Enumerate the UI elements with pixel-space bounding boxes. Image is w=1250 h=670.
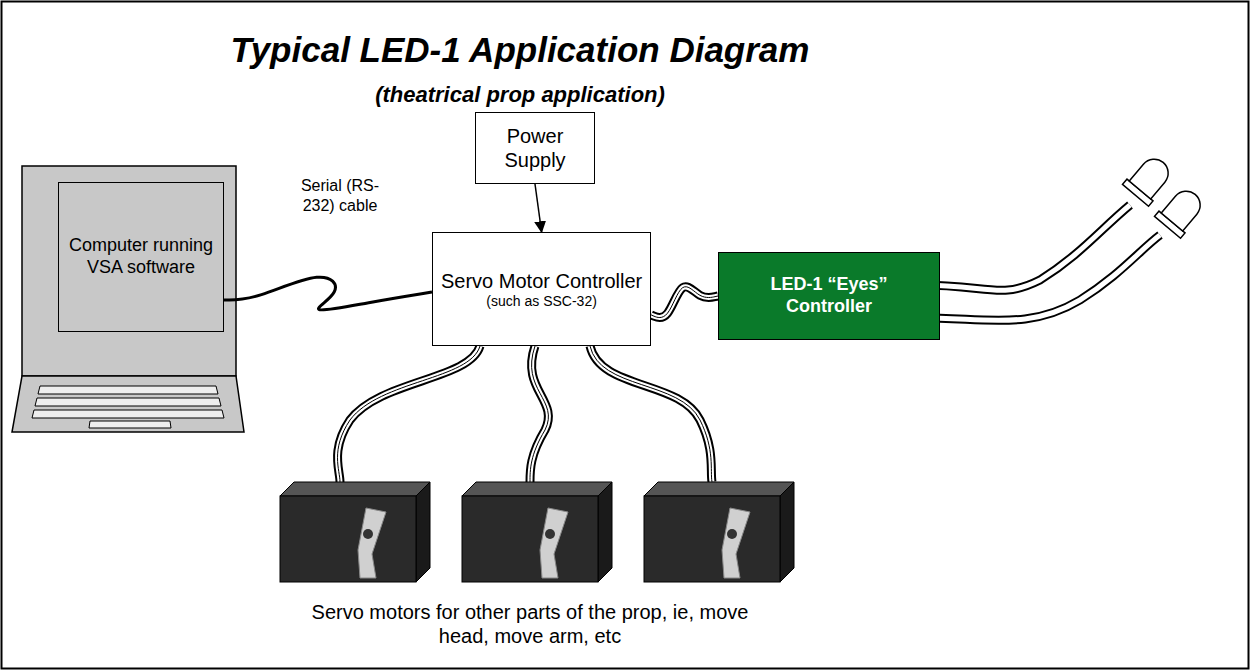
laptop-drawing (12, 166, 244, 432)
node-label: Servo Motor Controller (441, 269, 642, 293)
connector-label: Serial (RS-232) cable (285, 176, 395, 216)
servo-wires (338, 346, 713, 482)
node-label: Power Supply (484, 124, 586, 172)
led-wires (920, 205, 1160, 320)
controller-box: Servo Motor Controller(such as SSC-32) (432, 232, 651, 346)
title: Typical LED-1 Application Diagram (120, 30, 920, 70)
power-supply-box: Power Supply (475, 112, 595, 184)
node-label: Computer running VSA software (67, 235, 215, 278)
screen-box: Computer running VSA software (58, 182, 224, 332)
note: Servo motors for other parts of the prop… (300, 600, 760, 648)
servo-motors (280, 482, 794, 582)
led-controller-box: LED-1 “Eyes” Controller (718, 252, 940, 340)
subtitle: (theatrical prop application) (170, 82, 870, 108)
led-symbols (1122, 151, 1208, 238)
node-note: (such as SSC-32) (486, 293, 596, 310)
connector (224, 277, 432, 310)
connector (535, 184, 542, 232)
node-label: LED-1 “Eyes” Controller (727, 274, 931, 317)
connector (651, 287, 718, 318)
